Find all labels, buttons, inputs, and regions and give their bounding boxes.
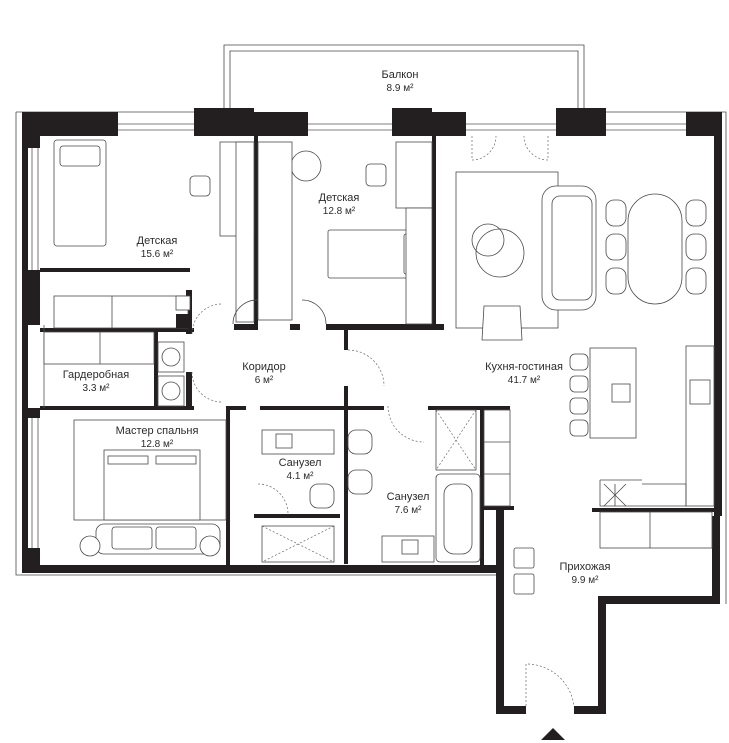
kids-center-furniture [232, 141, 433, 325]
svg-text:4.1 м²: 4.1 м² [287, 471, 315, 482]
svg-text:Детская: Детская [319, 192, 360, 204]
room-label-kids-center: Детская 12.8 м² [319, 192, 360, 217]
walls [22, 108, 722, 714]
svg-text:Детская: Детская [137, 235, 178, 247]
room-label-corridor: Коридор 6 м² [242, 361, 285, 386]
hall-furniture [513, 511, 713, 707]
kitchen-living-furniture [347, 171, 715, 507]
bath-large-furniture [347, 405, 511, 563]
svg-text:Санузел: Санузел [279, 457, 322, 469]
bath-small-furniture [257, 429, 335, 563]
room-label-balcony: Балкон 8.9 м² [382, 69, 419, 94]
room-label-kitchen-living: Кухня-гостиная 41.7 м² [485, 361, 563, 386]
svg-text:6 м²: 6 м² [255, 375, 274, 386]
svg-text:Мастер спальня: Мастер спальня [116, 425, 199, 437]
svg-text:Прихожая: Прихожая [560, 561, 611, 573]
svg-text:3.3 м²: 3.3 м² [83, 383, 111, 394]
room-label-hall: Прихожая 9.9 м² [560, 561, 611, 586]
balcony [223, 44, 585, 112]
svg-text:Коридор: Коридор [242, 361, 285, 373]
svg-text:15.6 м²: 15.6 м² [141, 249, 174, 260]
svg-text:41.7 м²: 41.7 м² [508, 375, 541, 386]
room-label-bath-large: Санузел 7.6 м² [387, 491, 430, 516]
svg-text:Балкон: Балкон [382, 69, 419, 81]
svg-text:8.9 м²: 8.9 м² [387, 83, 415, 94]
room-label-bath-small: Санузел 4.1 м² [279, 457, 322, 482]
svg-text:Санузел: Санузел [387, 491, 430, 503]
room-label-kids-left: Детская 15.6 м² [137, 235, 178, 260]
svg-text:12.8 м²: 12.8 м² [323, 206, 356, 217]
room-label-wardrobe: Гардеробная 3.3 м² [63, 369, 130, 394]
svg-text:9.9 м²: 9.9 м² [572, 575, 600, 586]
windows [31, 123, 686, 548]
svg-text:12.8 м²: 12.8 м² [141, 439, 174, 450]
svg-text:Кухня-гостиная: Кухня-гостиная [485, 361, 563, 373]
wardrobe-furniture [43, 303, 223, 407]
kids-left-furniture [53, 139, 255, 329]
master-furniture [73, 419, 227, 557]
svg-text:7.6 м²: 7.6 м² [395, 505, 423, 516]
entrance-arrow-icon [541, 728, 565, 740]
svg-text:Гардеробная: Гардеробная [63, 369, 130, 381]
room-label-master: Мастер спальня 12.8 м² [116, 425, 199, 450]
balcony-doors [471, 135, 549, 161]
